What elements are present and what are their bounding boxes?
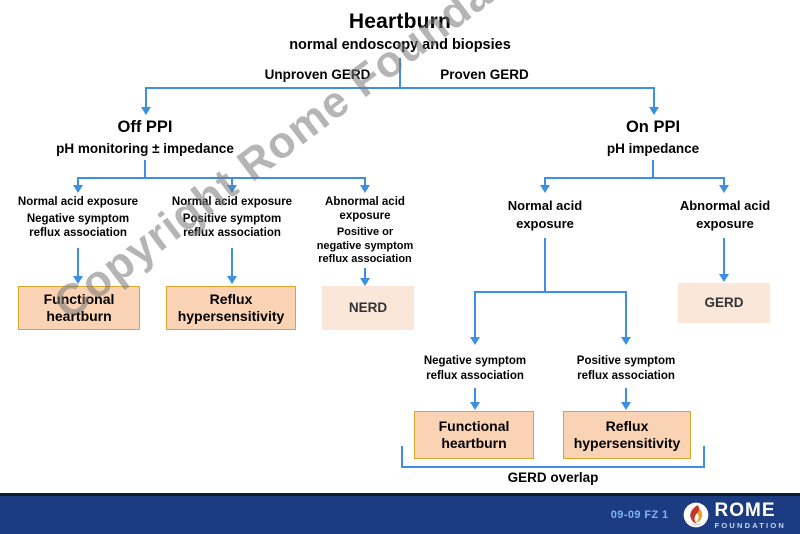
connector-right-c2 [723,177,725,187]
right-criteria-1-line1: Normal acid [507,198,583,213]
connector-right-outcome-1 [474,388,476,404]
diagram-title: Heartburn [348,10,452,33]
right-stage-subtitle: pH impedance [606,141,700,156]
outcome-right-1-line1: Functional [438,418,510,435]
left-criteria-1-line3: reflux association [29,227,127,239]
arrow-left-outcome-1 [73,276,83,284]
arrow-left-stage [141,107,151,115]
outcome-right-2-line1: Reflux [605,418,649,435]
connector-right-sub2 [625,291,627,339]
arrow-right-stage [649,107,659,115]
footer-slide-code: 09-09 FZ 1 [610,509,669,521]
connector-right-outcome-2 [625,388,627,404]
outcome-box-functional-heartburn-right[interactable]: Functional heartburn [414,411,534,459]
outcome-left-1-line1: Functional [43,291,115,308]
diagram-subtitle: normal endoscopy and biopsies [289,37,511,53]
outcome-right-2-line2: hypersensitivity [573,435,681,451]
left-criteria-3-line3: Positive or [336,226,394,238]
logo-wordmark: ROME FOUNDATION [715,501,786,530]
connector-left-fanbar [78,177,366,179]
connector-left-drop [145,87,147,109]
arrow-right-sub-1 [470,337,480,345]
gerd-overlap-bracket [401,446,705,468]
outcome-left-1-line2: heartburn [46,308,112,324]
connector-right-sub1 [474,291,476,339]
arrow-left-criteria-3 [360,185,370,193]
right-criteria-2-line2: exposure [696,216,754,231]
right-stage-title: On PPI [625,118,681,136]
connector-right-drop [653,87,655,109]
gerd-overlap-label: GERD overlap [507,470,599,485]
rome-flame-icon [683,502,708,528]
left-criteria-2-line3: reflux association [183,227,281,239]
left-stage-subtitle: pH monitoring ± impedance [56,141,234,156]
arrow-left-criteria-1 [73,185,83,193]
outcome-left-3-label: NERD [348,299,388,315]
connector-left-o2 [231,248,233,278]
connector-right-subsplit-bar [475,291,627,293]
right-subcriteria-1-line2: reflux association [426,370,524,382]
arrow-right-outcome-1 [470,402,480,410]
right-subcriteria-2-line1: Positive symptom [576,355,676,367]
arrow-right-outcome-2 [621,402,631,410]
arrow-gerd [719,274,729,282]
left-criteria-3-line5: reflux association [318,253,412,265]
outcome-box-functional-heartburn-left[interactable]: Functional heartburn [18,286,140,330]
right-criteria-1-line2: exposure [516,216,574,231]
connector-left-stem [144,160,146,178]
edge-label-unproven-gerd: Unproven GERD [264,67,371,82]
connector-right-gerd [723,238,725,276]
arrow-left-criteria-2 [227,185,237,193]
connector-right-c1 [544,177,546,187]
right-subcriteria-2-line2: reflux association [577,370,675,382]
left-criteria-3-line1: Abnormal acid [325,196,405,208]
left-stage-title: Off PPI [117,118,173,136]
outcome-box-nerd[interactable]: NERD [322,286,414,330]
left-criteria-3-line4: negative symptom [316,240,414,252]
footer-bar: 09-09 FZ 1 ROME FOUNDATION [0,493,800,534]
outcome-right-1-line2: heartburn [441,435,507,451]
connector-right-subsplit-stem [544,238,546,292]
connector-right-fanbar [545,177,725,179]
left-criteria-1-line2: Negative symptom [26,213,130,225]
right-subcriteria-1-line1: Negative symptom [423,355,527,367]
arrow-left-outcome-2 [227,276,237,284]
edge-label-proven-gerd: Proven GERD [440,67,529,82]
left-criteria-2-line1: Normal acid exposure [171,196,293,208]
connector-right-stem [652,160,654,178]
connector-title-stem [399,58,401,88]
left-criteria-2-line2: Positive symptom [182,213,282,225]
logo-foundation-text: FOUNDATION [714,520,786,530]
connector-left-c3 [364,177,366,187]
connector-left-o1 [77,248,79,278]
arrow-right-criteria-2 [719,185,729,193]
arrow-right-criteria-1 [540,185,550,193]
arrow-left-outcome-3 [360,278,370,286]
connector-left-c1 [77,177,79,187]
outcome-left-2-line2: hypersensitivity [177,308,285,324]
gerd-box-label: GERD [704,294,744,310]
outcome-box-gerd[interactable]: GERD [678,283,770,323]
arrow-right-sub-2 [621,337,631,345]
left-criteria-1-line1: Normal acid exposure [17,196,139,208]
logo-rome-text: ROME [714,499,776,521]
connector-top-bar [145,87,655,89]
outcome-box-reflux-hypersensitivity-left[interactable]: Reflux hypersensitivity [166,286,296,330]
connector-left-c2 [231,177,233,187]
right-criteria-2-line1: Abnormal acid [679,198,771,213]
outcome-left-2-line1: Reflux [209,291,253,308]
left-criteria-3-line2: exposure [339,210,391,222]
connector-left-o3 [364,268,366,280]
rome-foundation-logo: ROME FOUNDATION [683,501,786,530]
outcome-box-reflux-hypersensitivity-right[interactable]: Reflux hypersensitivity [563,411,691,459]
